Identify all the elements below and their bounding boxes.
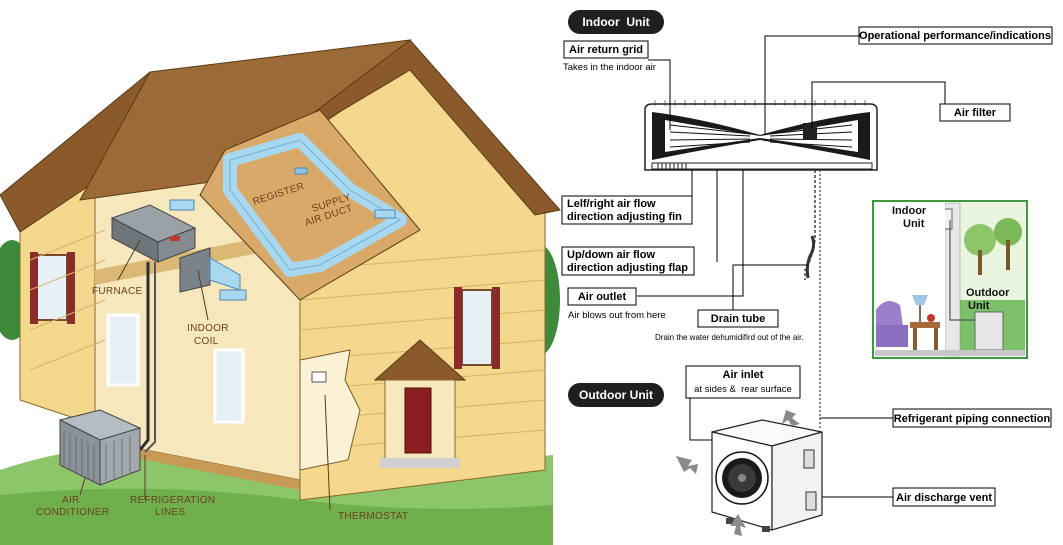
svg-text:Lelf/right air flow: Lelf/right air flow bbox=[567, 198, 656, 210]
svg-text:Drain the water dehumidifird o: Drain the water dehumidifird out of the … bbox=[655, 333, 804, 342]
label-air-filter: Air filter bbox=[939, 103, 1011, 122]
label-up-down-flap: Up/down air flow direction adjusting fla… bbox=[561, 246, 695, 276]
inset-indoor-line2: Unit bbox=[903, 218, 925, 230]
label-left-right-fin: Lelf/right air flow direction adjusting … bbox=[561, 195, 693, 225]
label-thermostat: THERMOSTAT bbox=[338, 511, 408, 522]
svg-text:direction adjusting flap: direction adjusting flap bbox=[567, 262, 688, 274]
svg-text:at sides & rear surface: at sides & rear surface bbox=[694, 384, 792, 395]
svg-text:Up/down air flow: Up/down air flow bbox=[567, 249, 655, 261]
label-indoor-coil-line2: COIL bbox=[194, 336, 219, 347]
split-ac-diagram: Indoor Unit bbox=[561, 10, 1053, 536]
indoor-unit-body bbox=[644, 100, 878, 171]
label-air-outlet: Air outlet Air blows out from here bbox=[567, 287, 666, 321]
label-refrigeration-lines-line2: LINES bbox=[155, 507, 185, 518]
outdoor-unit-body bbox=[711, 419, 823, 532]
house-illustration: REGISTER SUPPLY AIR DUCT FURNACE INDOOR … bbox=[0, 39, 561, 545]
indoor-unit-heading: Indoor Unit bbox=[568, 10, 664, 34]
label-operational-performance: Operational performance/indications bbox=[858, 26, 1053, 45]
outdoor-unit-heading: Outdoor Unit bbox=[568, 383, 664, 407]
piping bbox=[804, 170, 821, 430]
label-air-return-grid: Air return grid Takes in the indoor air bbox=[563, 40, 656, 73]
svg-text:Air outlet: Air outlet bbox=[578, 291, 627, 303]
label-refrigeration-lines-line1: REFRIGERATION bbox=[130, 495, 215, 506]
label-air-inlet: Air inlet at sides & rear surface bbox=[685, 365, 801, 399]
svg-text:Operational performance/indica: Operational performance/indications bbox=[859, 30, 1051, 42]
airflow-arrows bbox=[676, 410, 800, 536]
inset-indoor-line1: Indoor bbox=[892, 205, 927, 217]
svg-text:Refrigerant piping connection: Refrigerant piping connection bbox=[894, 413, 1051, 425]
svg-text:Indoor Unit: Indoor Unit bbox=[582, 15, 649, 29]
svg-text:Air blows out from here: Air blows out from here bbox=[568, 310, 666, 321]
label-indoor-coil-line1: INDOOR bbox=[187, 323, 229, 334]
svg-text:Outdoor Unit: Outdoor Unit bbox=[579, 388, 653, 402]
svg-text:Air return grid: Air return grid bbox=[569, 44, 643, 56]
label-furnace: FURNACE bbox=[92, 286, 142, 297]
svg-text:Air filter: Air filter bbox=[954, 107, 997, 119]
inset-scene: Indoor Unit Outdoor Unit bbox=[872, 200, 1028, 359]
label-air-conditioner-line1: AIR bbox=[62, 495, 80, 506]
label-air-discharge-vent: Air discharge vent bbox=[892, 487, 996, 507]
svg-text:Takes in the indoor air: Takes in the indoor air bbox=[563, 62, 656, 73]
inset-outdoor-line1: Outdoor bbox=[966, 287, 1010, 299]
inset-outdoor-line2: Unit bbox=[968, 300, 990, 312]
label-drain-tube: Drain tube Drain the water dehumidifird … bbox=[655, 309, 804, 342]
svg-text:Air discharge vent: Air discharge vent bbox=[896, 492, 992, 504]
label-air-conditioner-line2: CONDITIONER bbox=[36, 507, 109, 518]
svg-text:Drain tube: Drain tube bbox=[711, 313, 765, 325]
indoor-leader-lines bbox=[637, 35, 946, 498]
label-refrigerant-piping: Refrigerant piping connection bbox=[892, 408, 1052, 428]
svg-text:direction adjusting fin: direction adjusting fin bbox=[567, 211, 682, 223]
svg-text:Air inlet: Air inlet bbox=[723, 369, 764, 381]
